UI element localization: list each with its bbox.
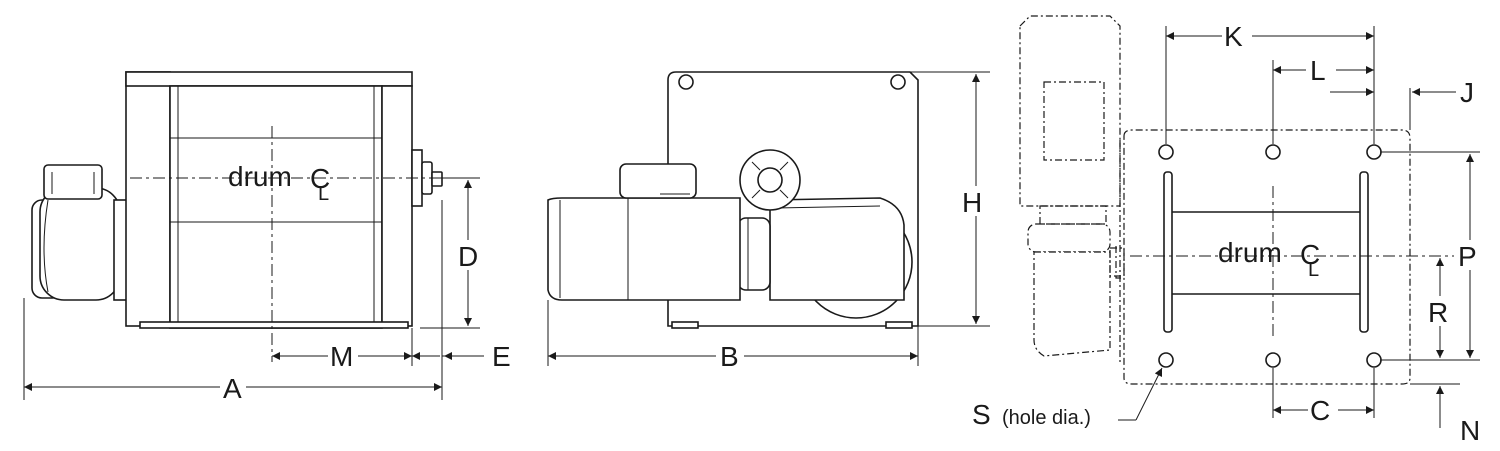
dim-label-s: S [972,399,991,430]
dim-label-l: L [1310,55,1326,86]
side-centerline-c: C [310,163,330,194]
top-centerline-c: C [1300,239,1320,270]
side-drum-label: drum [228,161,292,192]
dim-label-j: J [1460,77,1474,108]
hole-note: (hole dia.) [1002,407,1091,429]
front-view: B H [547,71,992,372]
side-centerline-l: L [318,183,329,205]
top-drum-label: drum [1218,237,1282,268]
side-view: drum C L A M E D [23,71,511,404]
dim-label-n: N [1460,415,1480,446]
dim-label-p: P [1458,241,1477,272]
dim-label-k: K [1224,21,1243,52]
dim-label-d: D [458,241,478,272]
dim-label-c: C [1310,395,1330,426]
top-view: drum C L K L J P R N [972,15,1488,446]
top-centerline-l: L [1308,259,1319,281]
dim-label-m: M [330,341,353,372]
dim-label-e: E [492,341,511,372]
dim-label-h: H [962,187,982,218]
dim-label-a: A [223,373,242,404]
dim-label-b: B [720,341,739,372]
dim-label-r: R [1428,297,1448,328]
